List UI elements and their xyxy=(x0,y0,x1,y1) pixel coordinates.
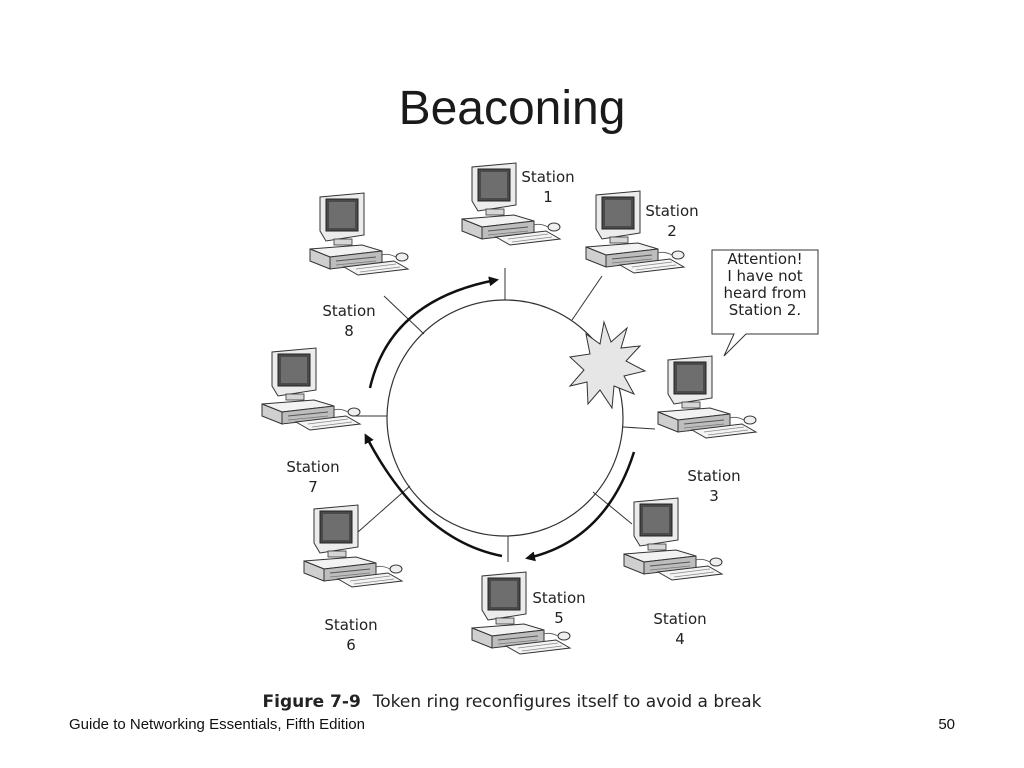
computer-icon xyxy=(309,192,409,276)
callout-line: I have not xyxy=(727,267,802,285)
station-label: Station xyxy=(687,467,740,485)
attention-callout: Attention! I have not heard from Station… xyxy=(711,249,819,357)
station-number: 2 xyxy=(667,222,677,240)
station-7: Station 7 xyxy=(261,347,361,496)
station-5: Station 5 xyxy=(471,571,586,655)
station-number: 7 xyxy=(308,478,318,496)
station-label: Station xyxy=(324,616,377,634)
computer-icon xyxy=(623,497,723,581)
station-8: Station 8 xyxy=(309,192,409,340)
figure-number: Figure 7-9 xyxy=(262,692,361,712)
station-number: 1 xyxy=(543,188,553,206)
station-4-cable xyxy=(592,491,633,525)
starburst-icon xyxy=(568,320,647,410)
station-6: Station 6 xyxy=(303,504,403,654)
station-label: Station xyxy=(322,302,375,320)
callout-line: Station 2. xyxy=(729,301,801,319)
station-3-cable xyxy=(622,426,656,430)
computer-icon xyxy=(303,504,403,588)
figure-caption: Figure 7-9 Token ring reconfigures itself… xyxy=(0,692,1024,712)
station-label: Station xyxy=(521,168,574,186)
ring-direction-arrow xyxy=(364,433,503,558)
station-4: Station 4 xyxy=(623,497,723,648)
station-number: 3 xyxy=(709,487,719,505)
station-label: Station xyxy=(532,589,585,607)
callout-line: heard from xyxy=(723,284,806,302)
computer-icon xyxy=(657,355,757,439)
figure-caption-text: Token ring reconfigures itself to avoid … xyxy=(372,692,762,712)
station-label: Station xyxy=(653,610,706,628)
station-1: Station 1 xyxy=(461,162,575,246)
station-label: Station xyxy=(286,458,339,476)
slide-number: 50 xyxy=(938,716,955,733)
callout-line: Attention! xyxy=(727,250,802,268)
station-3: Station 3 xyxy=(657,355,757,505)
station-2-cable xyxy=(571,275,603,321)
station-2: Station 2 xyxy=(585,190,699,274)
station-number: 6 xyxy=(346,636,356,654)
computer-icon xyxy=(261,347,361,431)
ring-direction-arrow xyxy=(525,451,636,562)
station-label: Station xyxy=(645,202,698,220)
footer-book-title: Guide to Networking Essentials, Fifth Ed… xyxy=(69,716,365,733)
station-number: 4 xyxy=(675,630,685,648)
station-8-cable xyxy=(383,295,425,335)
ring-direction-arrow xyxy=(368,276,499,389)
slide-title: Beaconing xyxy=(398,82,626,135)
station-number: 5 xyxy=(554,609,564,627)
station-6-cable xyxy=(357,485,411,533)
station-number: 8 xyxy=(344,322,354,340)
